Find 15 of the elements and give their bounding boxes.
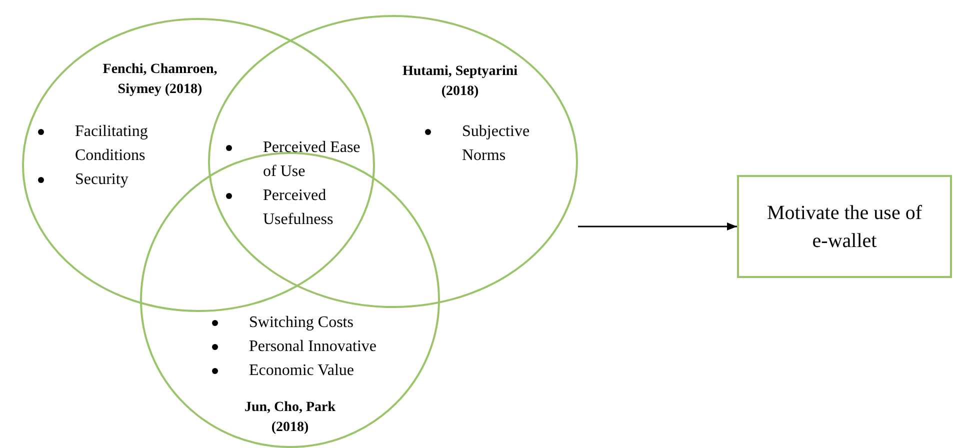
outcome-box (737, 175, 952, 278)
venn-ellipse (22, 18, 375, 312)
factor-item: Personal Innovative (249, 337, 377, 357)
factor-item: Perceived Usefulness (263, 186, 334, 230)
factor-item: Subjective Norms (462, 122, 531, 166)
author-heading: Fenchi, Chamroen, Siymey (2018) (102, 61, 218, 99)
author-heading: Hutami, Septyarini (2018) (401, 63, 519, 101)
factor-item: Security (75, 170, 128, 190)
factor-item: Economic Value (249, 361, 354, 381)
arrow (578, 222, 737, 230)
outcome-text: Motivate the use of e-wallet (766, 200, 923, 254)
factor-item: Switching Costs (249, 313, 354, 333)
factor-item: Perceived Ease of Use (263, 138, 362, 182)
factor-item: Facilitating Conditions (75, 122, 149, 166)
author-heading: Jun, Cho, Park (2018) (243, 399, 337, 437)
